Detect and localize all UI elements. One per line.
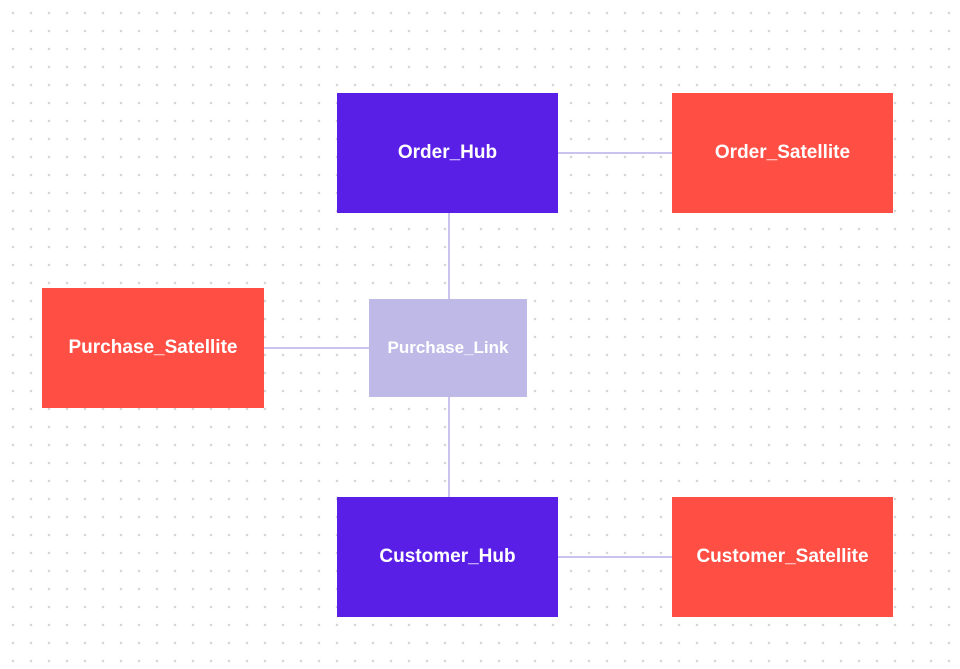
purchase-link-node[interactable]: Purchase_Link — [369, 299, 527, 397]
order-satellite-node[interactable]: Order_Satellite — [672, 93, 893, 213]
customer-satellite-node[interactable]: Customer_Satellite — [672, 497, 893, 617]
purchase-link-label: Purchase_Link — [387, 338, 509, 357]
customer-hub-label: Customer_Hub — [379, 546, 516, 567]
order-hub-node[interactable]: Order_Hub — [337, 93, 558, 213]
purchase-satellite-label: Purchase_Satellite — [68, 337, 238, 358]
customer-hub-node[interactable]: Customer_Hub — [337, 497, 558, 617]
order-satellite-label: Order_Satellite — [714, 142, 851, 163]
order-hub-label: Order_Hub — [397, 142, 498, 163]
customer-satellite-label: Customer_Satellite — [696, 546, 869, 567]
purchase-satellite-node[interactable]: Purchase_Satellite — [42, 288, 264, 408]
